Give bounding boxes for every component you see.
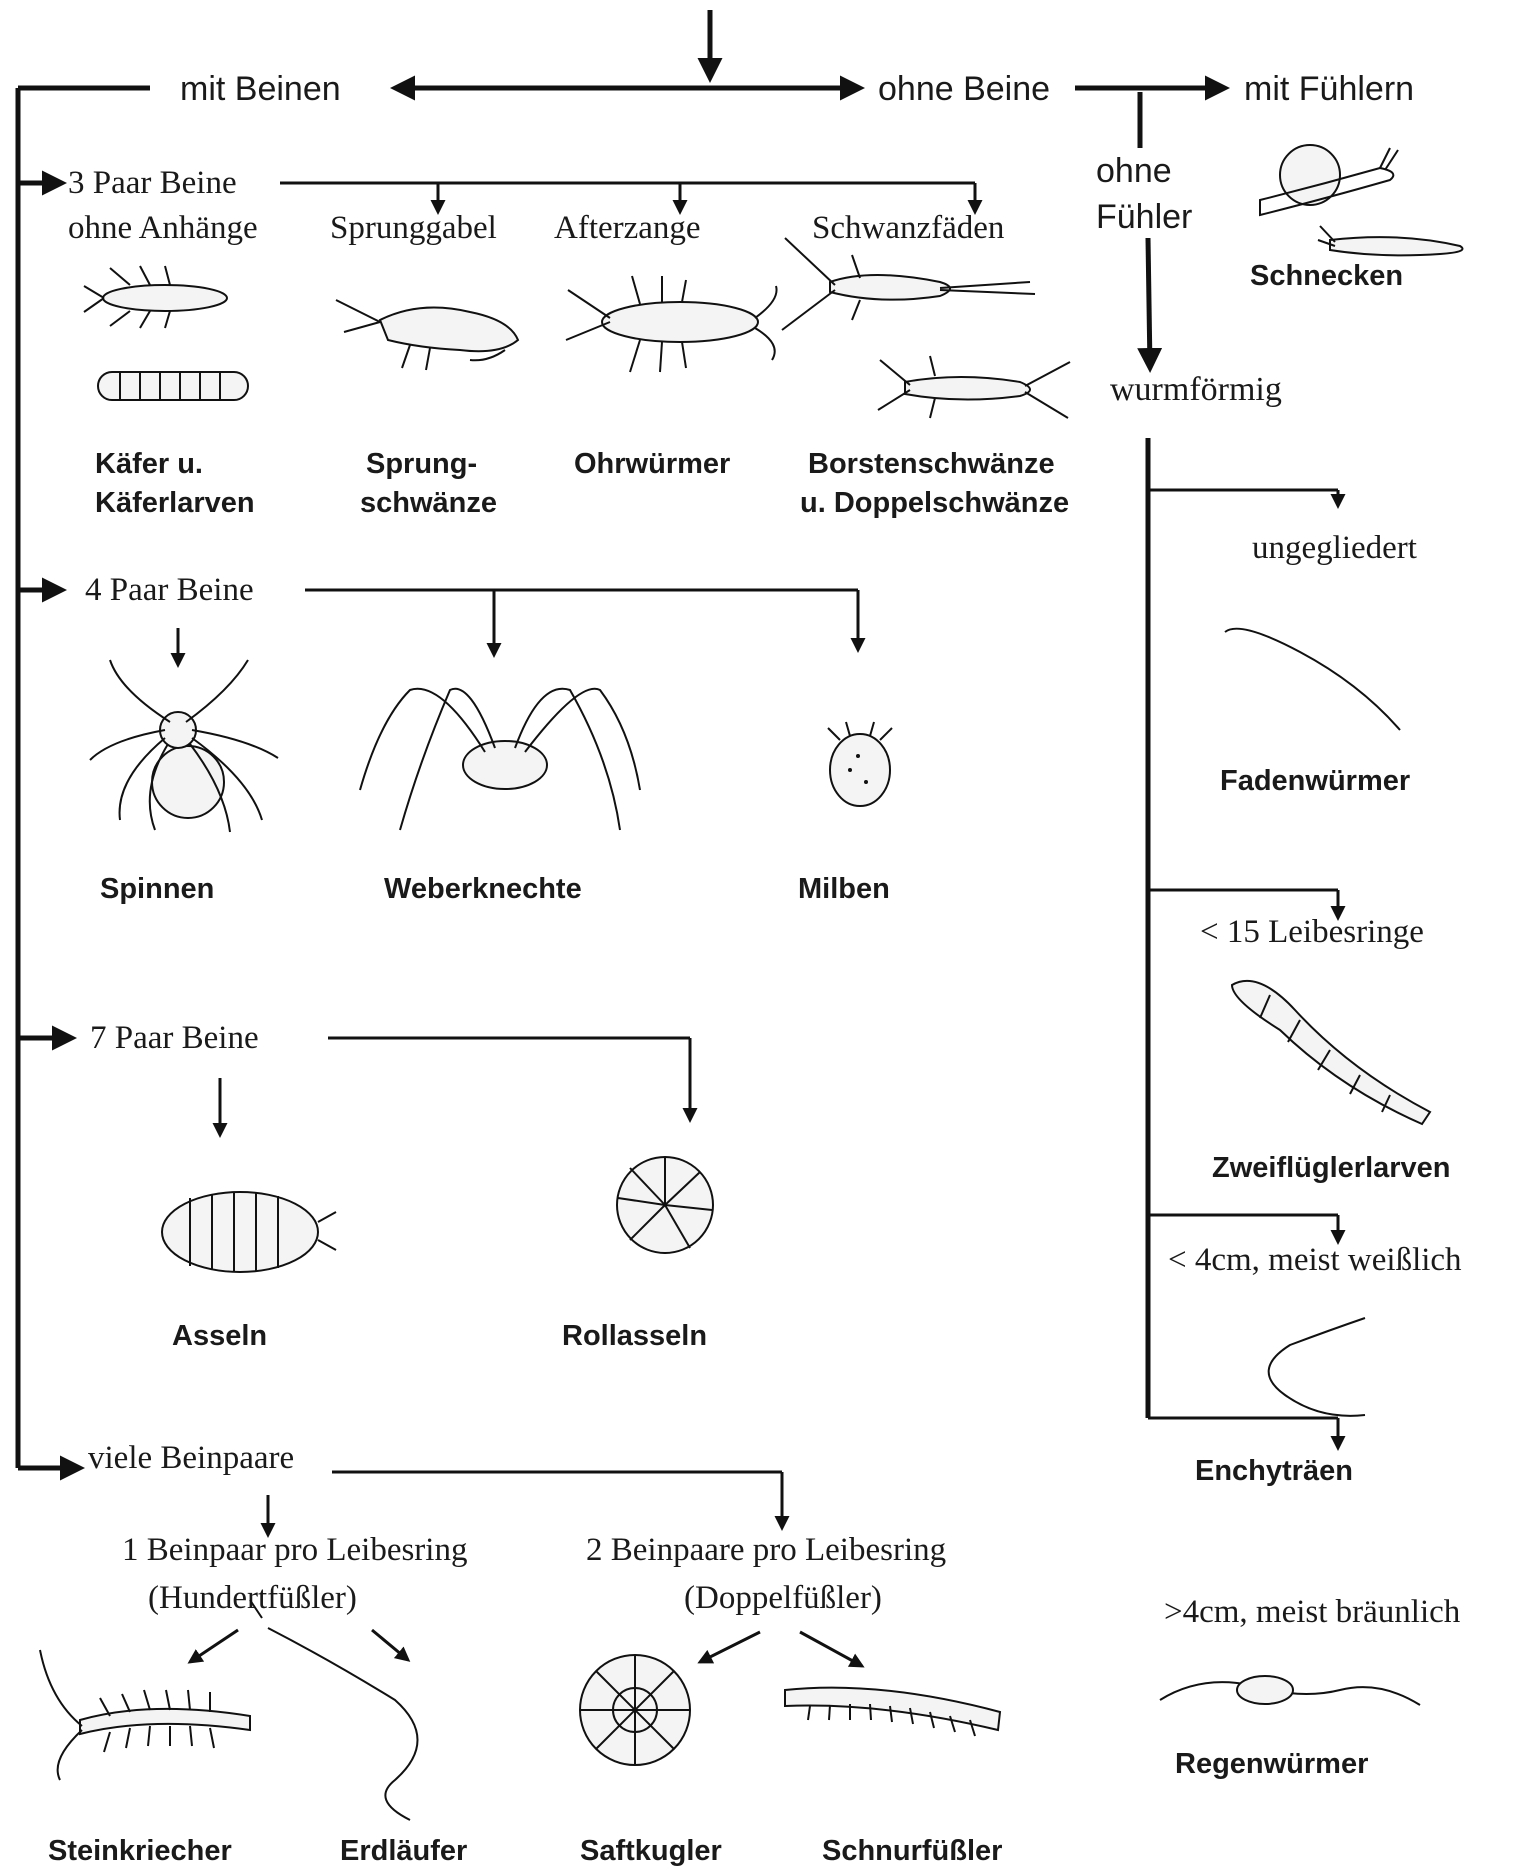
bristletails-name-line2: u. Doppelschwänze <box>800 487 1069 519</box>
soil-centipede-icon <box>250 1600 418 1820</box>
two-pairs-label-line1: 2 Beinpaare pro Leibesring <box>586 1532 946 1568</box>
mite-icon <box>828 722 892 806</box>
pill-millipede-icon <box>580 1655 690 1765</box>
bristletails-name-line1: Borstenschwänze <box>808 448 1055 480</box>
slug-icon <box>1318 226 1463 255</box>
springtail-icon <box>336 300 518 370</box>
with-antennae-label: mit Fühlern <box>1244 70 1414 108</box>
connector-lines <box>18 10 1338 1666</box>
enchytraeid-icon <box>1269 1318 1365 1416</box>
millipede-icon <box>785 1688 1000 1736</box>
earwig-icon <box>566 276 777 372</box>
fly-larvae-name: Zweiflüglerlarven <box>1212 1152 1451 1184</box>
three-pairs-label-line2: ohne Anhänge <box>68 210 258 246</box>
many-pairs-label: viele Beinpaare <box>88 1440 294 1476</box>
snail-icon <box>1260 145 1398 215</box>
without-antennae-label-line2: Fühler <box>1096 198 1192 236</box>
spider-icon <box>90 660 278 832</box>
earthworm-icon <box>1160 1676 1420 1705</box>
nematodes-name: Fadenwürmer <box>1220 765 1410 797</box>
pill-millipede-name: Saftkugler <box>580 1835 722 1867</box>
one-pair-label-line1: 1 Beinpaar pro Leibesring <box>122 1532 467 1568</box>
woodlouse-icon <box>162 1192 336 1272</box>
without-antennae-label-line1: ohne <box>1096 152 1172 190</box>
stone-centipede-icon <box>40 1650 250 1780</box>
millipede-name: Schnurfüßler <box>822 1835 1002 1867</box>
four-pairs-label: 4 Paar Beine <box>85 572 254 608</box>
enchytraeids-name: Enchyträen <box>1195 1455 1353 1487</box>
pill-woodlice-name: Rollasseln <box>562 1320 707 1352</box>
with-legs-label: mit Beinen <box>180 70 341 108</box>
springtails-name-line1: Sprung- <box>366 448 477 480</box>
seven-pairs-label: 7 Paar Beine <box>90 1020 259 1056</box>
pincers-label: Afterzange <box>554 210 701 246</box>
beetles-name-line1: Käfer u. <box>95 448 203 480</box>
soil-centipede-name: Erdläufer <box>340 1835 467 1867</box>
two-pairs-label-line2: (Doppelfüßler) <box>684 1580 882 1616</box>
small-white-label: < 4cm, meist weißlich <box>1168 1242 1462 1278</box>
springtail-fork-label: Sprunggabel <box>330 210 497 246</box>
spiders-name: Spinnen <box>100 873 214 905</box>
woodlice-name: Asseln <box>172 1320 267 1352</box>
three-pairs-label-line1: 3 Paar Beine <box>68 165 237 201</box>
stone-centipede-name: Steinkriecher <box>48 1835 232 1867</box>
one-pair-label-line2: (Hundertfüßler) <box>148 1580 357 1616</box>
earthworms-name: Regenwürmer <box>1175 1748 1368 1780</box>
fly-larva-icon <box>1232 981 1430 1124</box>
beetles-name-line2: Käferlarven <box>95 487 255 519</box>
beetle-larva-icon <box>98 372 248 400</box>
tail-filaments-label: Schwanzfäden <box>812 210 1004 246</box>
fewer-rings-label: < 15 Leibesringe <box>1200 914 1424 950</box>
springtails-name-line2: schwänze <box>360 487 497 519</box>
diplura-icon <box>878 356 1070 418</box>
large-brown-label: >4cm, meist bräunlich <box>1164 1594 1461 1630</box>
harvestman-icon <box>360 689 640 830</box>
without-legs-label: ohne Beine <box>878 70 1050 108</box>
earwigs-name: Ohrwürmer <box>574 448 730 480</box>
snails-name: Schnecken <box>1250 260 1403 292</box>
harvestmen-name: Weberknechte <box>384 873 582 905</box>
unsegmented-label: ungegliedert <box>1252 530 1417 566</box>
wormlike-label: wurmförmig <box>1110 371 1282 408</box>
mites-name: Milben <box>798 873 890 905</box>
bristletail-icon <box>782 238 1035 330</box>
pill-woodlouse-icon <box>617 1157 713 1253</box>
nematode-icon <box>1225 629 1400 730</box>
beetle-icon <box>84 266 227 328</box>
